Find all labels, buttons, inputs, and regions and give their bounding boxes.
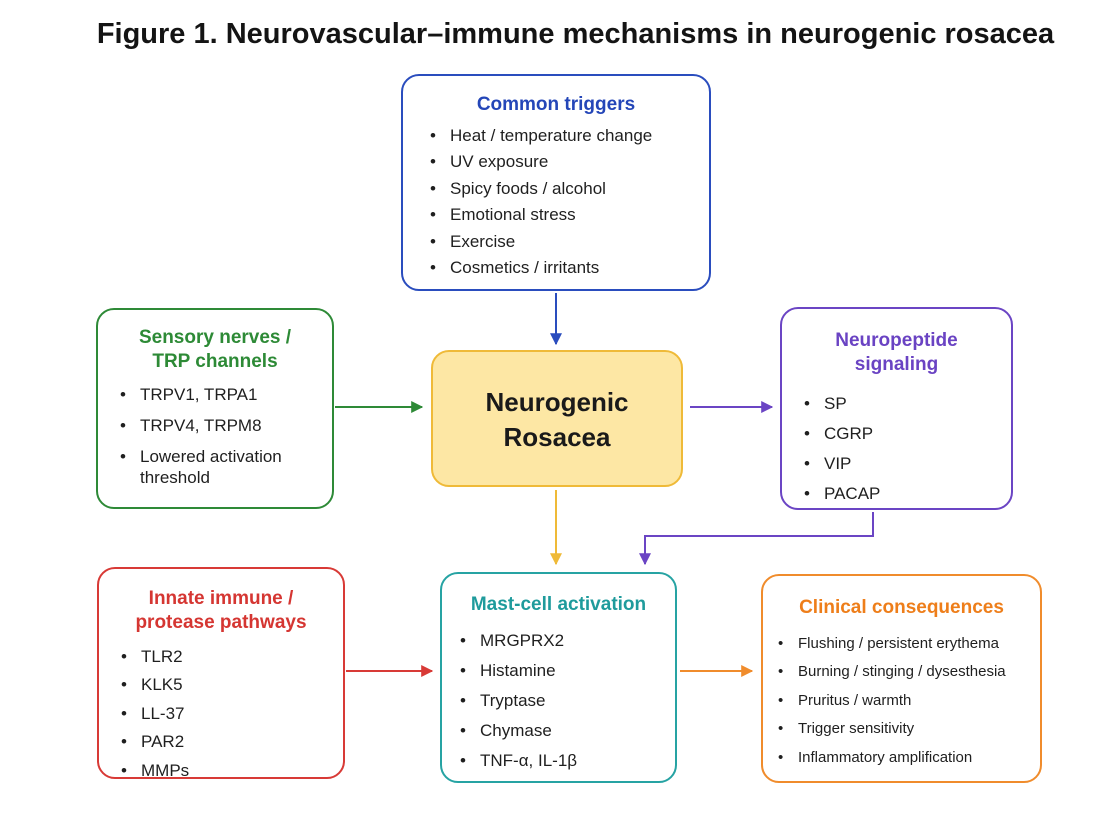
triggers-box: Common triggers Heat / temperature chang…: [401, 74, 711, 291]
list-item: Emotional stress: [428, 202, 709, 229]
list-item: Exercise: [428, 229, 709, 256]
neuropeptide-box: Neuropeptide signaling SP CGRP VIP PACAP: [780, 307, 1013, 510]
list-item: Chymase: [458, 716, 675, 746]
list-item: Spicy foods / alcohol: [428, 176, 709, 203]
list-item: Tryptase: [458, 686, 675, 716]
clinical-heading: Clinical consequences: [799, 597, 1004, 618]
center-label-line2: Rosacea: [503, 422, 611, 452]
list-item: VIP: [802, 449, 1011, 479]
neurogenic-rosacea-box: Neurogenic Rosacea: [431, 350, 683, 487]
sensory-heading-line1: Sensory nerves /: [138, 327, 292, 348]
list-item: TRPV1, TRPA1: [118, 384, 332, 405]
list-item: PAR2: [119, 728, 343, 757]
mast-heading: Mast-cell activation: [470, 594, 647, 615]
list-item: Heat / temperature change: [428, 123, 709, 150]
innate-heading-line2: protease pathways: [135, 611, 307, 633]
innate-immune-box: Innate immune / protease pathways TLR2 K…: [97, 567, 345, 785]
sensory-list: TRPV1, TRPA1 TRPV4, TRPM8 Lowered activa…: [118, 384, 332, 488]
figure-title: Figure 1. Neurovascular–immune mechanism…: [96, 18, 1055, 50]
list-item: UV exposure: [428, 149, 709, 176]
neuropeptide-heading-line2: signaling: [854, 353, 939, 375]
list-item: MMPs: [119, 757, 343, 786]
list-item: TRPV4, TRPM8: [118, 415, 332, 436]
innate-heading-line1: Innate immune /: [148, 588, 294, 609]
sensory-heading: Sensory nerves / TRP channels: [98, 326, 332, 374]
mast-list: MRGPRX2 Histamine Tryptase Chymase TNF-α…: [458, 626, 675, 776]
neuropeptide-heading-line1: Neuropeptide: [835, 330, 958, 351]
list-item: Lowered activation threshold: [118, 446, 332, 488]
innate-heading: Innate immune / protease pathways: [99, 587, 343, 635]
center-label-line1: Neurogenic: [485, 387, 629, 417]
list-item: LL-37: [119, 700, 343, 729]
list-item: Burning / stinging / dysesthesia: [776, 658, 1040, 687]
triggers-heading: Common triggers: [476, 94, 636, 115]
mast-cell-box: Mast-cell activation MRGPRX2 Histamine T…: [440, 572, 677, 783]
list-item: TLR2: [119, 643, 343, 672]
list-item: Pruritus / warmth: [776, 687, 1040, 716]
sensory-heading-line2: TRP channels: [152, 350, 278, 372]
list-item: Flushing / persistent erythema: [776, 630, 1040, 659]
list-item: CGRP: [802, 419, 1011, 449]
list-item: Cosmetics / irritants: [428, 255, 709, 282]
list-item: Histamine: [458, 656, 675, 686]
list-item: SP: [802, 389, 1011, 419]
center-label: Neurogenic Rosacea: [433, 385, 681, 455]
sensory-nerves-box: Sensory nerves / TRP channels TRPV1, TRP…: [96, 308, 334, 509]
list-item: Trigger sensitivity: [776, 715, 1040, 744]
arrow-neuropeptide-to-mast: [639, 512, 874, 566]
list-item: Inflammatory amplification: [776, 744, 1040, 773]
neuropeptide-list: SP CGRP VIP PACAP: [802, 389, 1011, 509]
list-item: MRGPRX2: [458, 626, 675, 656]
clinical-list: Flushing / persistent erythema Burning /…: [776, 630, 1040, 773]
list-item: KLK5: [119, 671, 343, 700]
innate-list: TLR2 KLK5 LL-37 PAR2 MMPs: [119, 643, 343, 786]
list-item: TNF-α, IL-1β: [458, 746, 675, 776]
list-item: PACAP: [802, 479, 1011, 509]
clinical-consequences-box: Clinical consequences Flushing / persist…: [761, 574, 1042, 783]
triggers-list: Heat / temperature change UV exposure Sp…: [428, 123, 709, 282]
neuropeptide-heading: Neuropeptide signaling: [782, 329, 1011, 377]
